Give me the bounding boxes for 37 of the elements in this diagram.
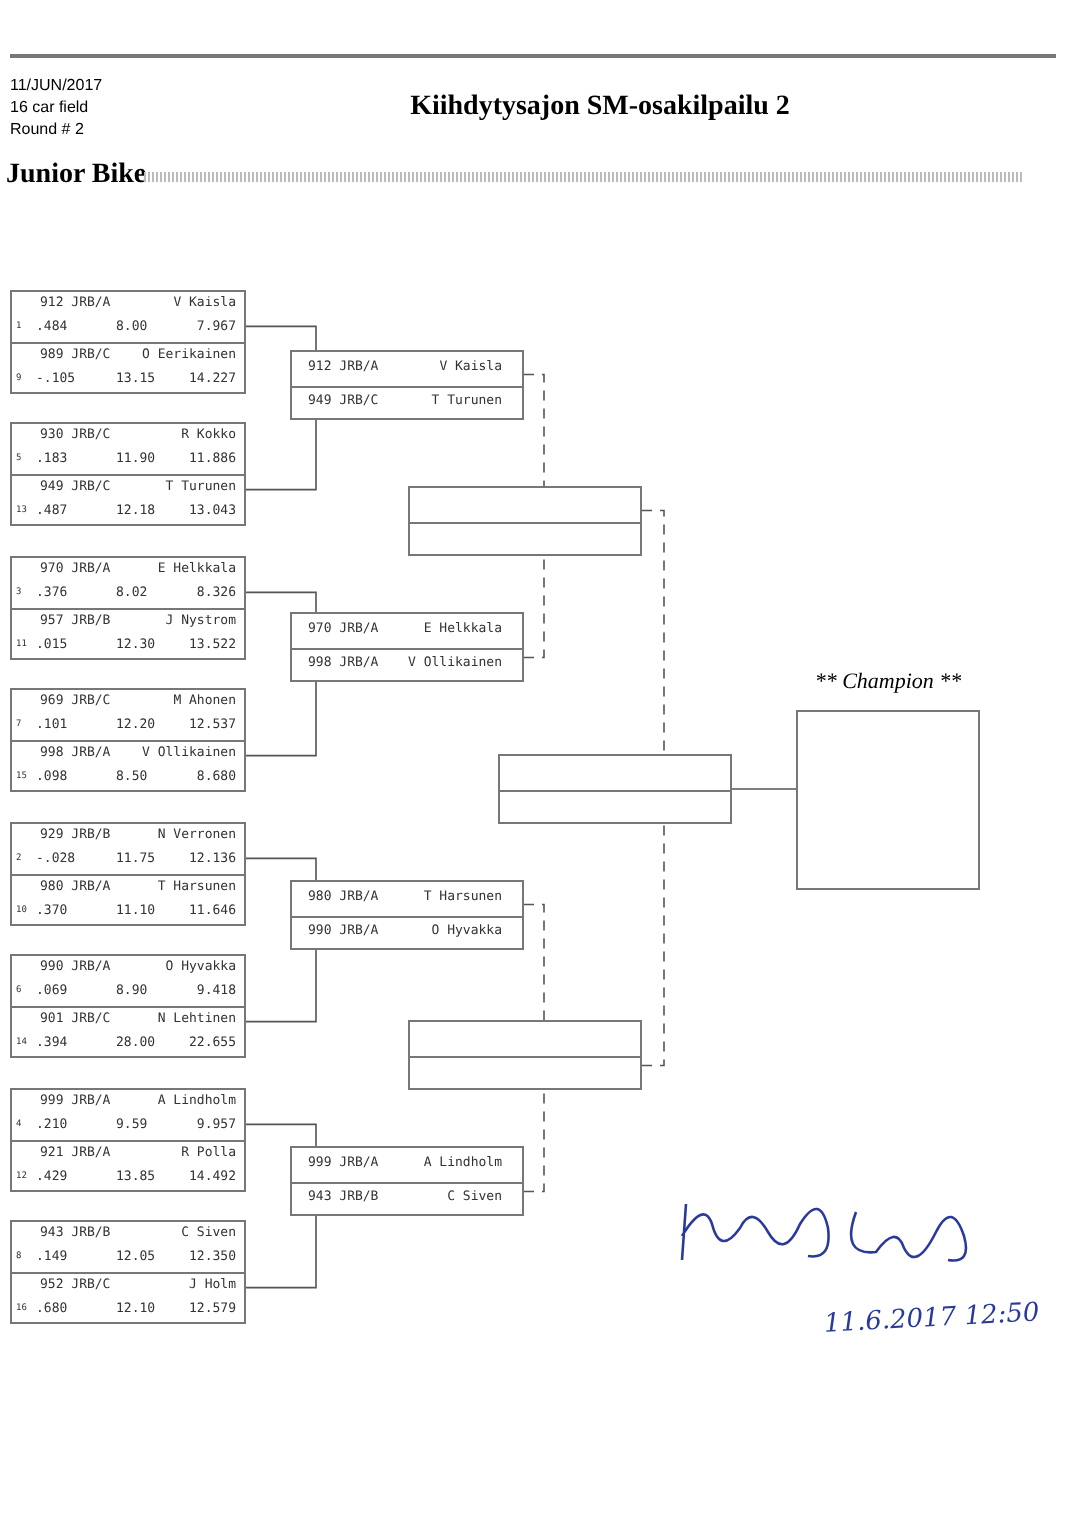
- dashed-bracket-line: [523, 555, 545, 659]
- heat-box: [10, 688, 246, 792]
- dashed-bracket-line: [523, 1089, 545, 1193]
- round-two-box: [290, 350, 524, 420]
- field-size-text: 16 car field: [10, 98, 89, 116]
- heat-box: [10, 822, 246, 926]
- bracket-line: [245, 419, 317, 491]
- date-text: 11/JUN/2017: [10, 76, 103, 94]
- bracket-line: [245, 591, 317, 613]
- dashed-bracket-line: [641, 823, 665, 1067]
- round-two-box: [290, 880, 524, 950]
- heat-box: [10, 1088, 246, 1192]
- heat-box: [10, 1220, 246, 1324]
- bracket-line: [245, 325, 317, 351]
- round-two-box: [290, 1146, 524, 1216]
- bracket-line: [731, 788, 797, 790]
- heat-box: [10, 290, 246, 394]
- heat-box: [10, 422, 246, 526]
- heat-box: [10, 954, 246, 1058]
- bracket-line: [245, 857, 317, 881]
- dashed-bracket-line: [641, 509, 665, 755]
- bracket-line: [245, 681, 317, 757]
- empty-match-box: [498, 754, 732, 824]
- bracket-line: [245, 1123, 317, 1147]
- handwritten-date: 11.6.2017 12:50: [823, 1298, 1041, 1340]
- champion-heading: ** Champion **: [812, 670, 964, 694]
- bracket-line: [245, 1215, 317, 1289]
- round-two-box: [290, 612, 524, 682]
- dashed-bracket-line: [523, 373, 545, 487]
- heat-box: [10, 556, 246, 660]
- empty-match-box: [408, 486, 642, 556]
- dashed-bracket-line: [523, 903, 545, 1021]
- bracket-line: [245, 949, 317, 1023]
- round-text: Round # 2: [10, 120, 84, 138]
- page-title: Kiihdytysajon SM-osakilpailu 2: [408, 92, 792, 124]
- empty-match-box: [408, 1020, 642, 1090]
- class-heading: Junior Bike: [6, 160, 147, 192]
